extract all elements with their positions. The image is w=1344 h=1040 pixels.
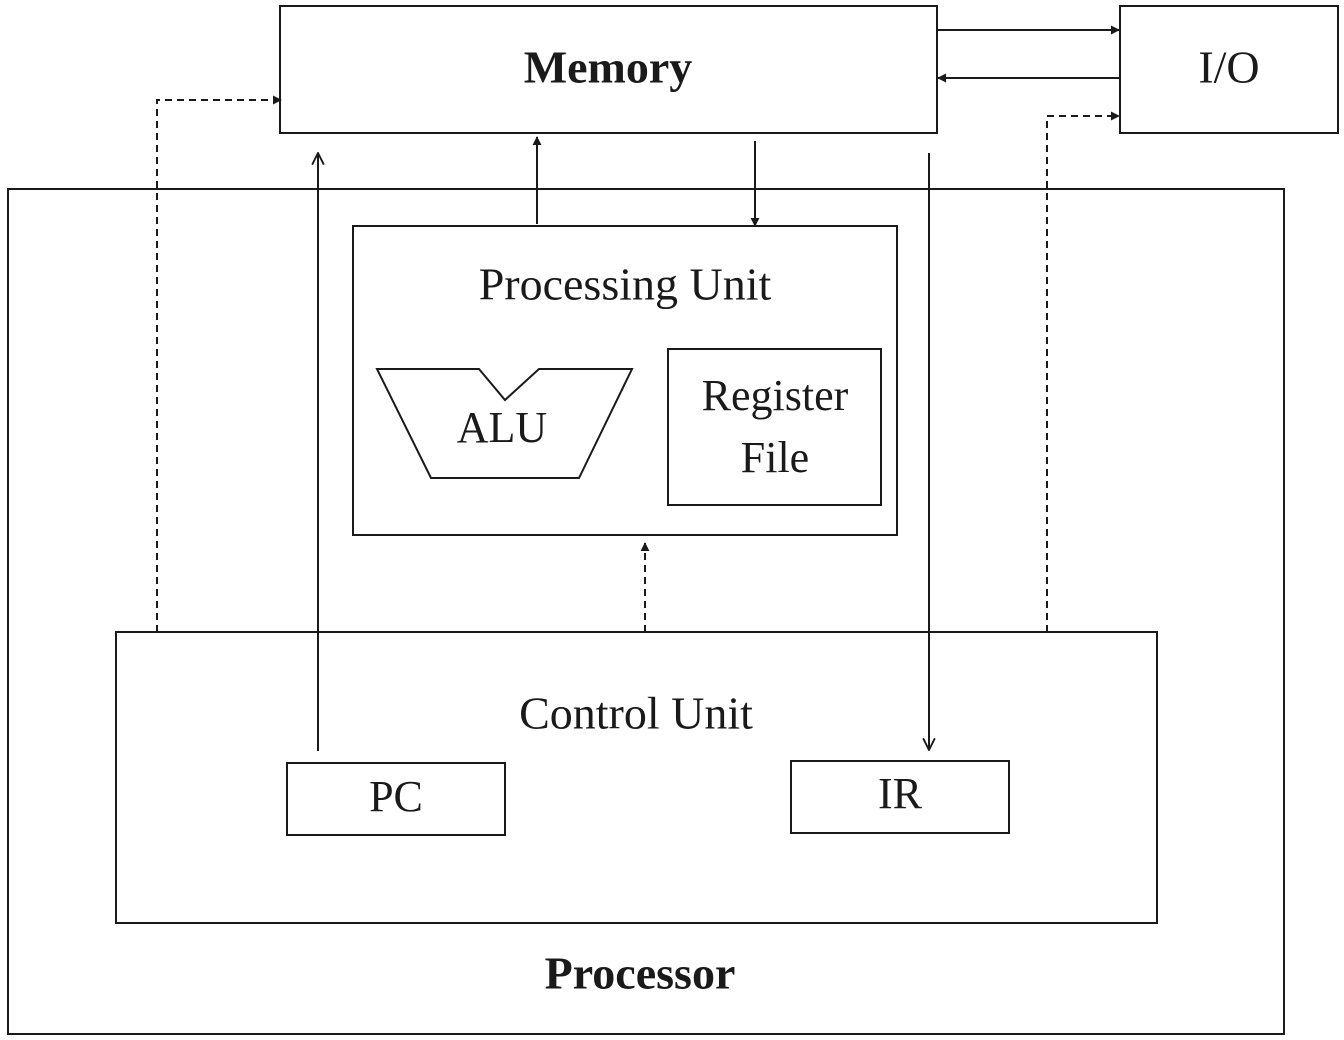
io-box (1119, 5, 1339, 134)
alu-shape (375, 368, 634, 479)
pc-box (286, 762, 506, 836)
control-to-memory-dashed-arrow (156, 95, 282, 632)
control-unit-label: Control Unit (519, 688, 753, 739)
register-file-label-line2: File (741, 433, 809, 482)
register-file-box (667, 348, 882, 506)
control-to-io-dashed-arrow (1046, 111, 1120, 632)
processing-unit-label: Processing Unit (479, 259, 772, 310)
ir-box (790, 760, 1010, 834)
pc-label: PC (369, 772, 423, 821)
memory-label: Memory (524, 42, 693, 93)
memory-box (279, 5, 938, 134)
ir-label: IR (878, 769, 923, 818)
alu-label: ALU (457, 403, 547, 452)
register-file-label-line1: Register (702, 371, 849, 420)
io-label: I/O (1198, 42, 1259, 93)
processor-label: Processor (545, 948, 736, 999)
